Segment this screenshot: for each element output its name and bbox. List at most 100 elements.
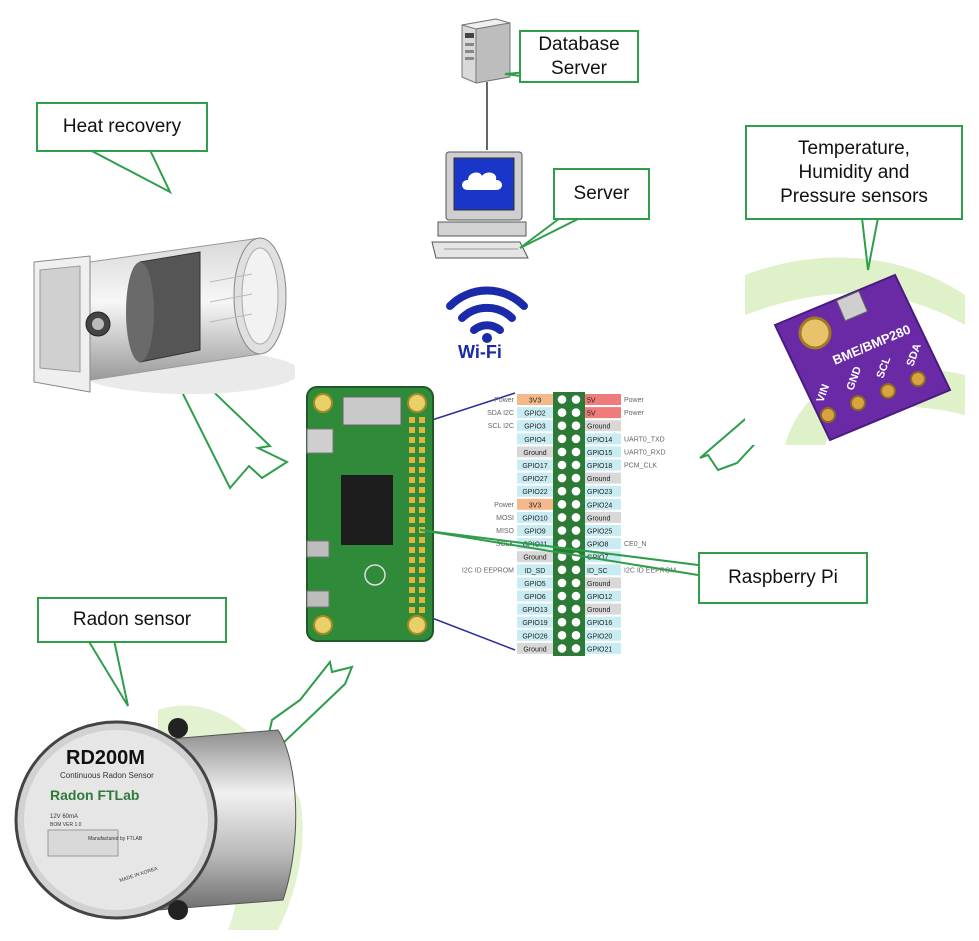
gpio-left-label: ID_SD xyxy=(525,568,546,575)
gpio-left-label: GPIO3 xyxy=(524,424,546,431)
gpio-left-cell xyxy=(517,577,553,589)
callout-database-server: Database Server xyxy=(519,30,639,83)
gpio-right-cell xyxy=(585,472,621,484)
gpio-left-label: GPIO5 xyxy=(524,581,546,588)
heat-recovery-unit xyxy=(33,237,295,394)
gpio-pin-even xyxy=(571,644,581,653)
gpio-pin-even xyxy=(571,617,581,627)
arrow-heat-recovery xyxy=(173,372,290,490)
gpio-pin-odd xyxy=(557,617,567,627)
header-connector-bottom xyxy=(431,617,516,651)
gpio-right-cell xyxy=(585,498,621,510)
gpio-left-label: GPIO4 xyxy=(524,437,546,444)
gpio-left-label: Ground xyxy=(523,555,546,562)
gpio-left-note: MISO xyxy=(496,528,514,535)
raspberry-pi-board xyxy=(306,386,434,642)
gpio-right-note: UART0_RXD xyxy=(624,449,666,456)
gpio-right-cell xyxy=(585,485,621,497)
gpio-right-note: I2C ID EEPROM xyxy=(624,567,676,574)
gpio-right-cell xyxy=(585,433,621,445)
gpio-left-cell xyxy=(517,511,553,523)
gpio-left-cell xyxy=(517,590,553,602)
gpio-pin-odd xyxy=(557,526,567,535)
gpio-pin-even xyxy=(571,473,581,483)
gpio-pin-odd xyxy=(557,539,567,548)
gpio-left-label: GPIO13 xyxy=(522,607,547,614)
gpio-right-cell xyxy=(585,446,621,458)
gpio-pin-even xyxy=(571,421,581,430)
gpio-left-cell xyxy=(517,394,553,405)
gpio-right-label: 5V xyxy=(587,398,596,405)
radon-model: RD200M xyxy=(66,747,145,769)
gpio-right-note: CE0_N xyxy=(624,541,647,548)
gpio-left-cell xyxy=(517,433,553,445)
gpio-right-cell xyxy=(585,642,621,654)
bme-pin-vin: VIN xyxy=(815,383,833,404)
gpio-left-note: SCLK xyxy=(496,541,515,548)
gpio-left-label: GPIO19 xyxy=(522,620,547,627)
gpio-pin-even xyxy=(571,539,581,548)
gpio-right-note: Power xyxy=(624,397,645,404)
gpio-left-note: Power xyxy=(494,502,515,509)
gpio-pin-odd xyxy=(557,591,567,601)
gpio-right-label: GPIO14 xyxy=(587,437,612,444)
gpio-right-note: Power xyxy=(624,410,645,417)
gpio-right-note: PCM_CLK xyxy=(624,463,657,470)
gpio-left-cell xyxy=(517,407,553,419)
callout-server: Server xyxy=(553,168,650,220)
gpio-left-label: GPIO2 xyxy=(524,411,546,418)
gpio-right-label: Ground xyxy=(587,424,610,431)
gpio-left-label: Ground xyxy=(523,450,546,457)
gpio-left-cell xyxy=(517,629,553,641)
callout-sensors: Temperature, Humidity and Pressure senso… xyxy=(745,125,963,220)
gpio-right-label: Ground xyxy=(587,581,610,588)
gpio-right-cell xyxy=(585,407,621,419)
gpio-left-note: SCL I2C xyxy=(488,423,514,430)
gpio-pin-odd xyxy=(557,395,567,404)
gpio-left-note: SDA I2C xyxy=(487,410,514,417)
gpio-pin-odd xyxy=(557,644,567,653)
gpio-pin-odd xyxy=(557,460,567,470)
gpio-left-cell xyxy=(517,485,553,497)
gpio-left-cell xyxy=(517,498,553,510)
gpio-right-label: GPIO23 xyxy=(587,489,612,496)
radon-board-ver: BOM VER 1.0 xyxy=(50,822,82,828)
gpio-right-cell xyxy=(585,603,621,615)
gpio-right-cell xyxy=(585,616,621,628)
gpio-right-note: UART0_TXD xyxy=(624,436,665,443)
gpio-left-cell xyxy=(517,420,553,432)
radon-manufacturer: Manufactured by FTLAB xyxy=(88,836,143,842)
database-server-icon xyxy=(461,18,511,84)
gpio-left-label: GPIO6 xyxy=(524,594,546,601)
gpio-left-cell xyxy=(517,642,553,654)
gpio-pin-odd xyxy=(557,604,567,614)
gpio-right-label: GPIO15 xyxy=(587,450,612,457)
gpio-right-label: 5V xyxy=(587,411,596,418)
gpio-right-label: Ground xyxy=(587,607,610,614)
gpio-left-label: GPIO27 xyxy=(522,476,547,483)
gpio-right-label: GPIO7 xyxy=(587,555,609,562)
gpio-left-label: GPIO10 xyxy=(522,515,547,522)
gpio-pin-odd xyxy=(557,408,567,417)
gpio-left-cell xyxy=(517,446,553,458)
gpio-right-label: GPIO16 xyxy=(587,620,612,627)
header-connector-top xyxy=(431,392,516,421)
gpio-right-cell xyxy=(585,590,621,602)
gpio-left-cell xyxy=(517,472,553,484)
gpio-pin-odd xyxy=(557,631,567,640)
gpio-pin-even xyxy=(571,604,581,614)
gpio-left-label: GPIO11 xyxy=(523,542,548,549)
gpio-pin-odd xyxy=(557,500,567,509)
gpio-pin-even xyxy=(571,526,581,535)
gpio-pin-odd xyxy=(557,421,567,430)
gpio-pin-even xyxy=(571,591,581,601)
gpio-left-note: I2C ID EEPROM xyxy=(462,567,514,574)
gpio-pin-even xyxy=(571,552,581,561)
wifi-icon xyxy=(446,286,528,343)
gpio-left-label: GPIO22 xyxy=(522,489,547,496)
gpio-pin-even xyxy=(571,486,581,496)
callout-radon-sensor: Radon sensor xyxy=(37,597,227,643)
gpio-pin-even xyxy=(571,447,581,457)
gpio-left-note: MOSI xyxy=(496,515,514,522)
